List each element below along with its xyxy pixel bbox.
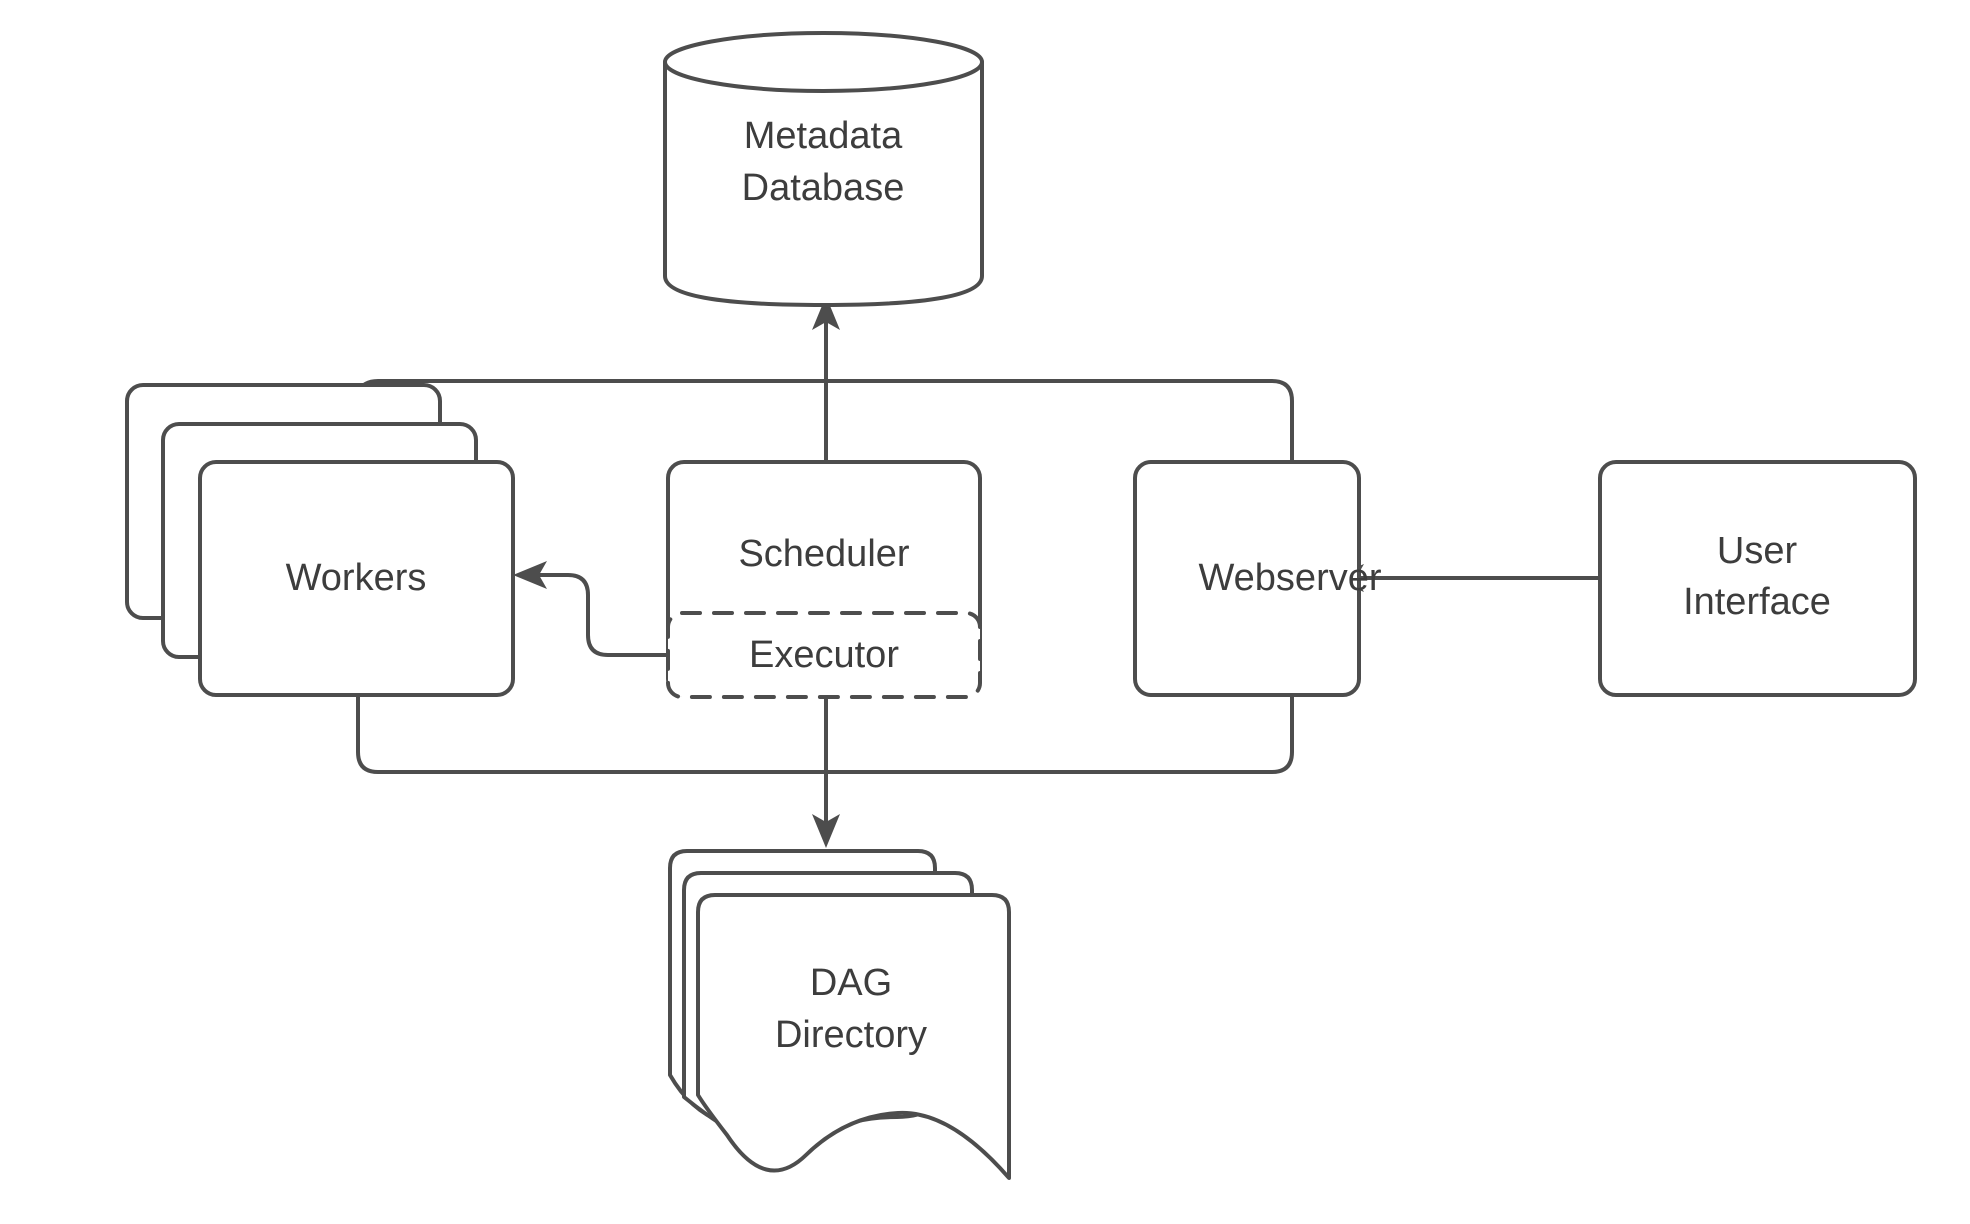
node-label: Webserver (1198, 557, 1381, 599)
workers-stack-layer-front (198, 460, 515, 697)
node-dag-directory[interactable]: DAG Directory (668, 849, 1011, 1180)
arrowhead-down-icon (812, 814, 840, 848)
executor-box (666, 611, 982, 699)
node-label-line1: Metadata (744, 115, 903, 157)
cylinder-body (663, 60, 984, 307)
arrowhead-left-icon (513, 561, 547, 589)
node-label: Executor (749, 634, 899, 676)
dag-stack-layer-front (696, 893, 1011, 1180)
node-webserver[interactable]: Webserver (1133, 460, 1382, 697)
edge-webserver-to-metadata-database (826, 379, 1294, 462)
webserver-box (1133, 460, 1361, 697)
node-metadata-database[interactable]: Metadata Database (663, 31, 984, 307)
edge-path (826, 379, 1294, 462)
node-executor[interactable]: Executor (666, 611, 982, 699)
node-user-interface[interactable]: User Interface (1598, 460, 1917, 697)
node-label: Scheduler (738, 533, 909, 575)
edge-webserver-to-dag-directory (826, 695, 1294, 774)
node-workers[interactable]: Workers (125, 383, 515, 697)
node-label-line1: DAG (810, 962, 892, 1004)
node-label-line2: Interface (1683, 581, 1831, 623)
node-label-line2: Directory (775, 1014, 927, 1056)
edge-workers-to-dag-directory (356, 695, 826, 774)
edge-scheduler-to-metadata-database (812, 296, 840, 462)
node-label-line1: User (1717, 530, 1798, 572)
edge-executor-to-workers (513, 561, 668, 657)
node-label: Workers (286, 557, 427, 599)
edge-executor-to-dag-directory (812, 697, 840, 848)
user-interface-box (1598, 460, 1917, 697)
edge-path (356, 695, 826, 774)
node-label-line2: Database (742, 167, 905, 209)
arrowhead-up-icon (812, 296, 840, 330)
edge-path (826, 695, 1294, 774)
edge-path (539, 573, 668, 657)
cylinder-top-ellipse (663, 31, 984, 93)
